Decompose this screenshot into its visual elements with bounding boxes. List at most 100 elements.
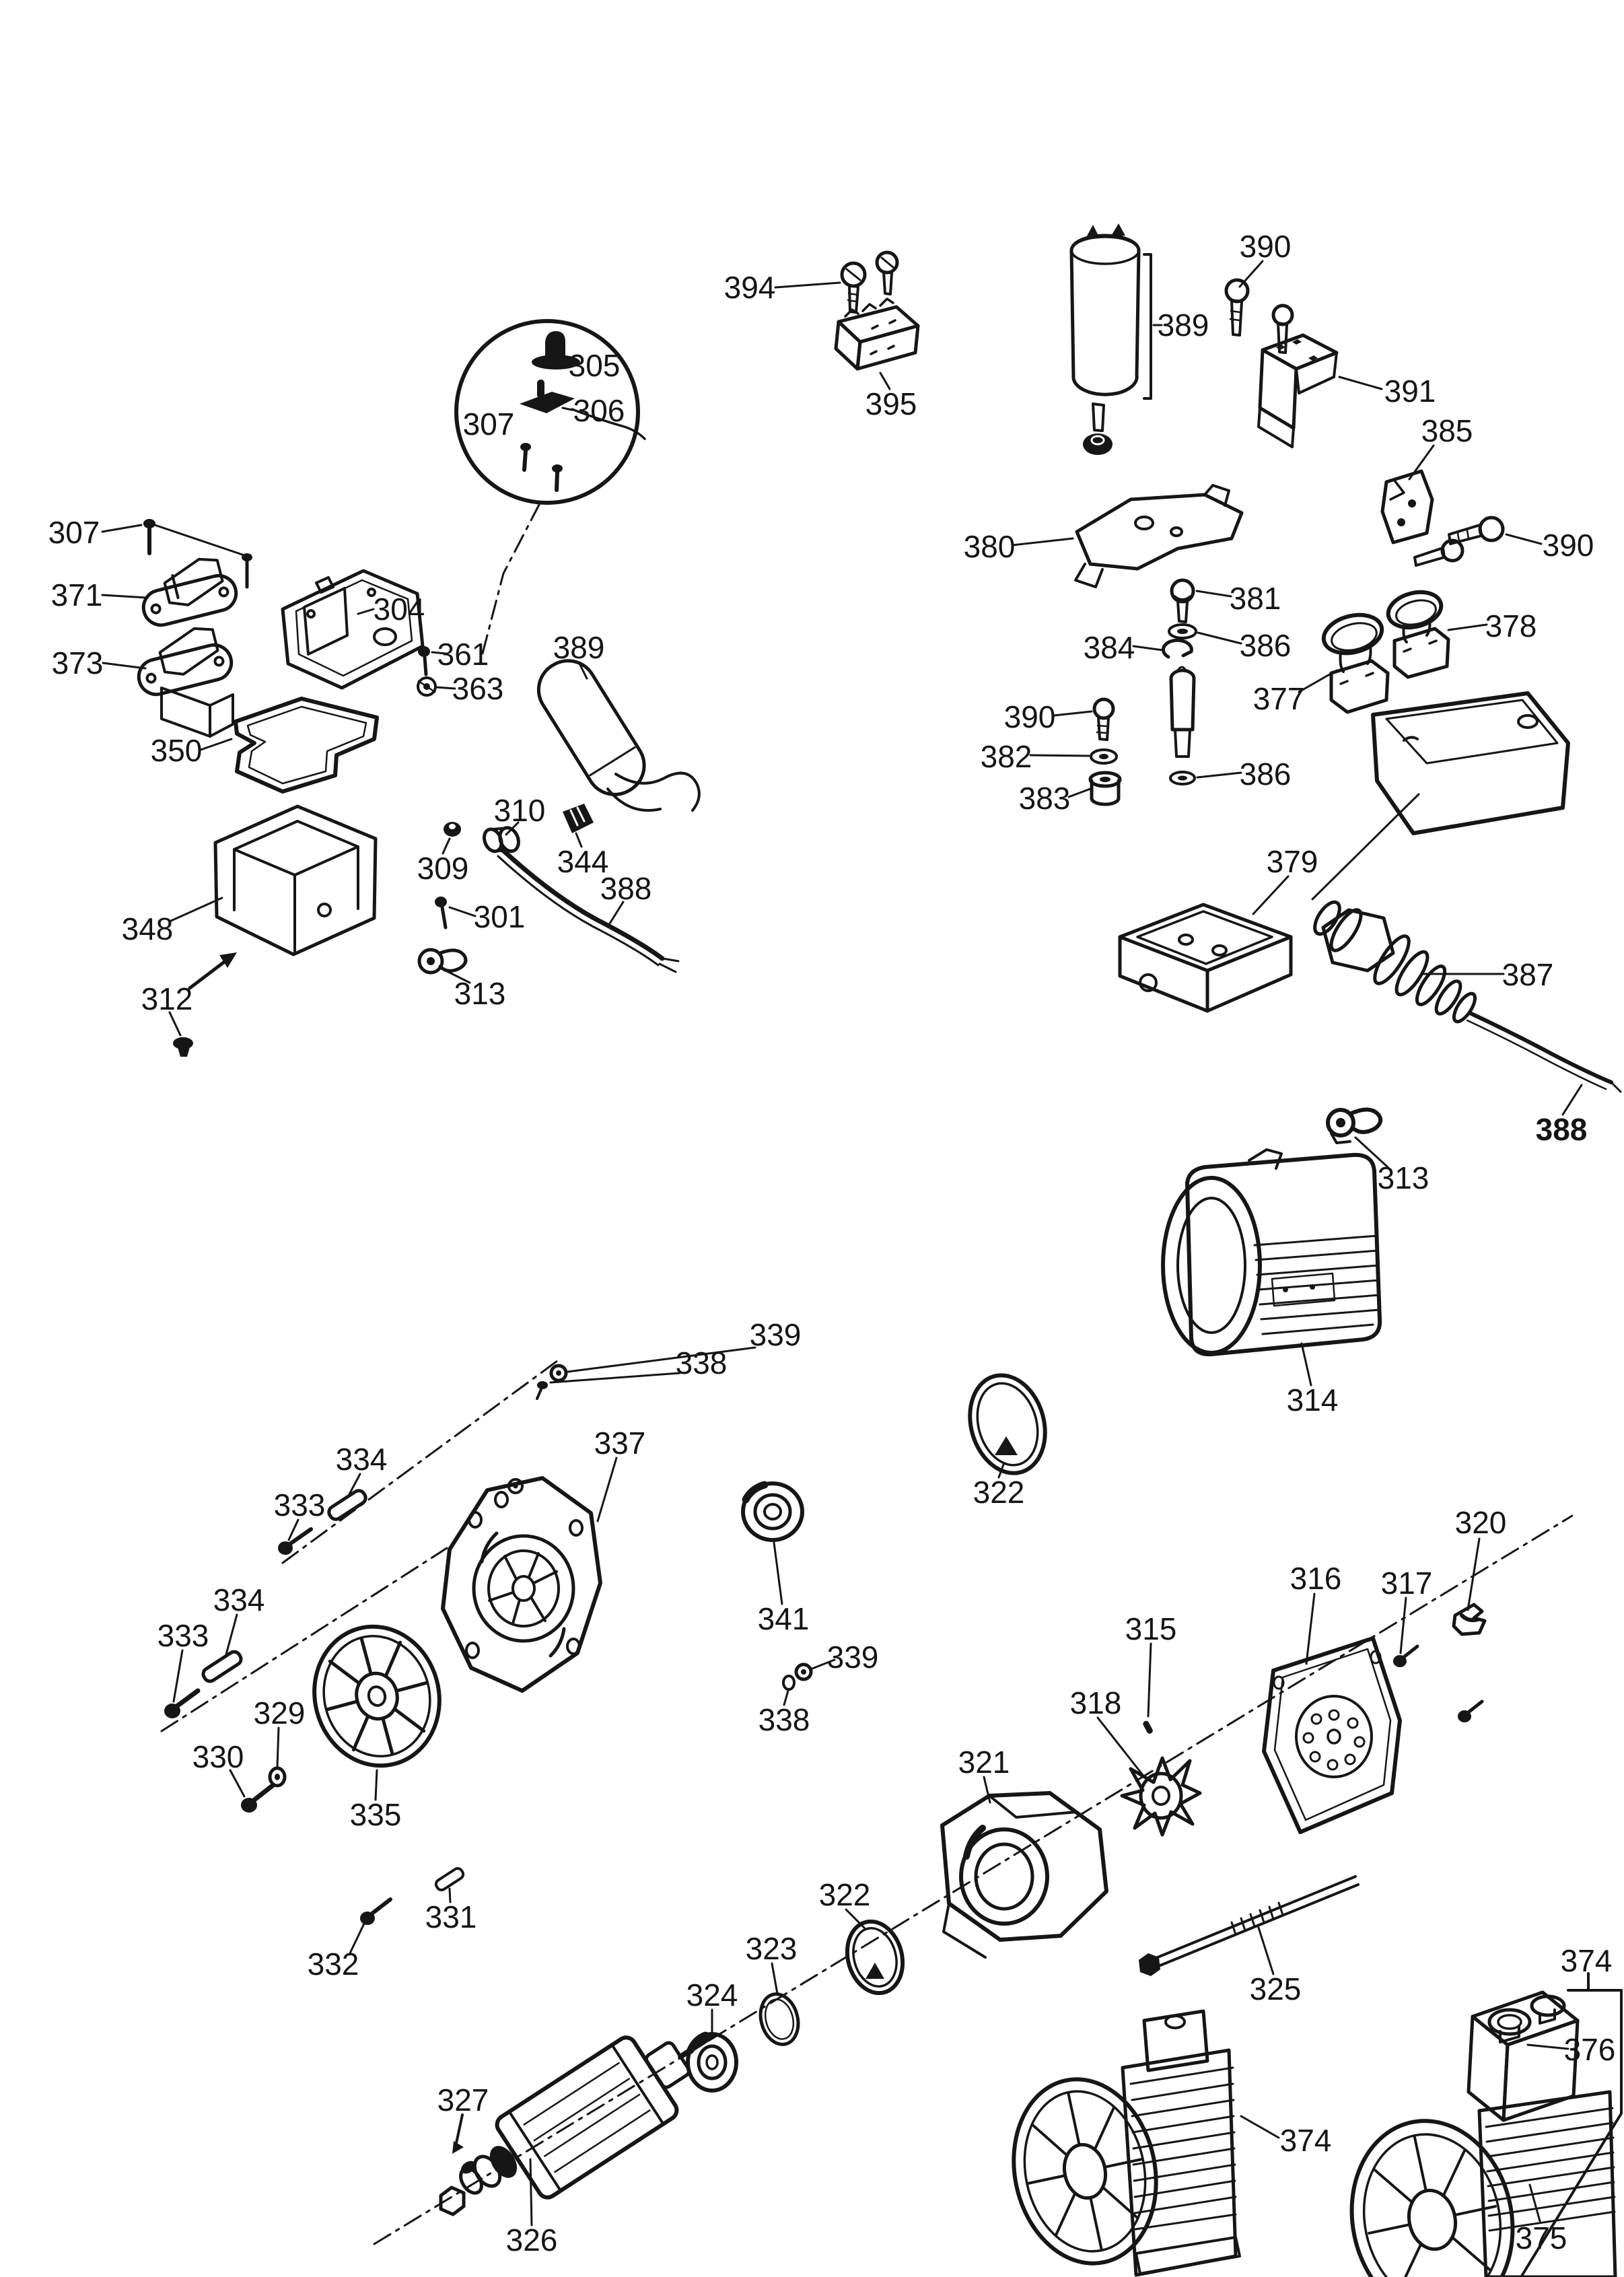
part-label-395: 395 bbox=[865, 386, 917, 421]
part-label-329: 329 bbox=[253, 1695, 306, 1730]
pin-334-lower bbox=[201, 1650, 243, 1683]
power-cord-388-right bbox=[1466, 1012, 1622, 1093]
cord-clamp-313-right bbox=[1326, 1107, 1383, 1144]
part-label-378: 378 bbox=[1485, 608, 1537, 643]
pointer-arrows bbox=[188, 952, 464, 2154]
part-label-387: 387 bbox=[1502, 957, 1554, 992]
nut-363 bbox=[417, 676, 437, 697]
part-label-390: 390 bbox=[1542, 528, 1594, 563]
fan-shroud-316 bbox=[1262, 1636, 1402, 1834]
rotor-armature-326 bbox=[439, 2033, 715, 2216]
switch-plate-380 bbox=[1074, 484, 1244, 588]
switch-plate-371 bbox=[141, 557, 238, 627]
bracket-385 bbox=[1380, 469, 1434, 545]
part-label-363: 363 bbox=[452, 671, 504, 706]
part-label-338: 338 bbox=[758, 1702, 810, 1737]
switch-plate-373 bbox=[137, 627, 234, 738]
part-label-313: 313 bbox=[1377, 1160, 1429, 1195]
shaft-key-315 bbox=[1143, 1720, 1153, 1734]
part-label-327: 327 bbox=[437, 2082, 489, 2117]
button-377 bbox=[1321, 612, 1390, 714]
through-bolt-325 bbox=[1139, 1875, 1360, 1976]
part-label-306: 306 bbox=[573, 393, 625, 428]
screw-333-upper bbox=[278, 1527, 313, 1555]
part-label-325: 325 bbox=[1249, 1971, 1302, 2006]
part-label-371: 371 bbox=[50, 577, 103, 612]
o-ring-322-lower bbox=[845, 1919, 905, 1996]
retainer-384 bbox=[1161, 638, 1193, 659]
screw-390-mid bbox=[1092, 697, 1115, 741]
part-label-322: 322 bbox=[973, 1475, 1025, 1510]
screw-301 bbox=[435, 897, 448, 930]
part-label-307: 307 bbox=[48, 515, 100, 550]
junction-box-379 bbox=[1118, 903, 1293, 1013]
pin-334-upper bbox=[327, 1489, 367, 1521]
motor-assembly-374-left bbox=[1012, 2009, 1241, 2277]
part-label-391: 391 bbox=[1384, 374, 1436, 409]
switch-304 bbox=[281, 569, 425, 690]
part-label-315: 315 bbox=[1125, 1611, 1177, 1646]
bearing-341 bbox=[741, 1481, 804, 1542]
screws-394 bbox=[840, 250, 899, 314]
part-label-320: 320 bbox=[1454, 1505, 1507, 1540]
screw-333-lower bbox=[164, 1688, 201, 1718]
part-label-379: 379 bbox=[1266, 844, 1318, 879]
part-label-318: 318 bbox=[1069, 1685, 1122, 1720]
impeller-318 bbox=[1120, 1756, 1202, 1837]
washer-386-lower bbox=[1169, 771, 1196, 785]
part-label-337: 337 bbox=[594, 1426, 646, 1461]
part-label-389: 389 bbox=[1157, 308, 1209, 343]
part-label-307: 307 bbox=[462, 407, 515, 442]
part-label-388: 388 bbox=[1535, 1112, 1588, 1147]
screw-small-right bbox=[1458, 1700, 1484, 1722]
cord-clamp-313-left bbox=[417, 948, 468, 975]
part-label-383: 383 bbox=[1018, 781, 1071, 816]
part-label-317: 317 bbox=[1380, 1566, 1433, 1601]
part-label-333: 333 bbox=[157, 1618, 209, 1653]
clip-320 bbox=[1452, 1603, 1487, 1636]
part-label-326: 326 bbox=[505, 2222, 558, 2257]
part-label-341: 341 bbox=[757, 1601, 810, 1636]
pump-head-376 bbox=[1467, 1990, 1580, 2122]
part-label-309: 309 bbox=[417, 851, 469, 886]
bracket-374-frame bbox=[1520, 1972, 1623, 2277]
grommet-383 bbox=[1088, 771, 1122, 806]
motor-stator-314 bbox=[1161, 1148, 1382, 1357]
part-label-385: 385 bbox=[1421, 413, 1473, 448]
screw-330 bbox=[241, 1782, 276, 1813]
part-label-373: 373 bbox=[51, 645, 104, 680]
part-label-321: 321 bbox=[958, 1745, 1010, 1780]
part-label-389: 389 bbox=[553, 630, 605, 665]
hardware-339-338-lower bbox=[782, 1662, 813, 1691]
washer-329 bbox=[268, 1766, 287, 1788]
screw-361 bbox=[418, 646, 430, 676]
screw-332 bbox=[360, 1897, 392, 1925]
button-378 bbox=[1386, 590, 1450, 679]
part-label-384: 384 bbox=[1083, 630, 1135, 665]
outlet-box-348 bbox=[213, 804, 378, 956]
part-label-386: 386 bbox=[1239, 757, 1292, 792]
part-label-339: 339 bbox=[749, 1317, 802, 1352]
part-label-386: 386 bbox=[1239, 628, 1292, 663]
relay-391 bbox=[1257, 333, 1339, 448]
part-label-382: 382 bbox=[980, 739, 1032, 774]
capacitor-389-right bbox=[1069, 223, 1152, 455]
part-label-339: 339 bbox=[826, 1640, 879, 1675]
shaft-key-327 bbox=[461, 2161, 476, 2174]
part-label-348: 348 bbox=[121, 911, 174, 946]
pin-331 bbox=[434, 1866, 465, 1892]
part-label-314: 314 bbox=[1286, 1382, 1339, 1417]
part-label-324: 324 bbox=[686, 1977, 738, 2012]
power-cord-388-left bbox=[497, 847, 680, 973]
wire-nut-344 bbox=[563, 804, 594, 833]
screws-390-top bbox=[1224, 278, 1294, 354]
part-label-334: 334 bbox=[335, 1442, 388, 1477]
part-label-361: 361 bbox=[437, 637, 489, 672]
screw-307 bbox=[143, 519, 252, 589]
fan-wheel-335 bbox=[312, 1624, 442, 1768]
capacitor-389-left bbox=[536, 659, 701, 812]
part-label-331: 331 bbox=[425, 1899, 477, 1934]
part-label-394: 394 bbox=[723, 270, 776, 305]
terminal-block-395 bbox=[834, 297, 920, 371]
